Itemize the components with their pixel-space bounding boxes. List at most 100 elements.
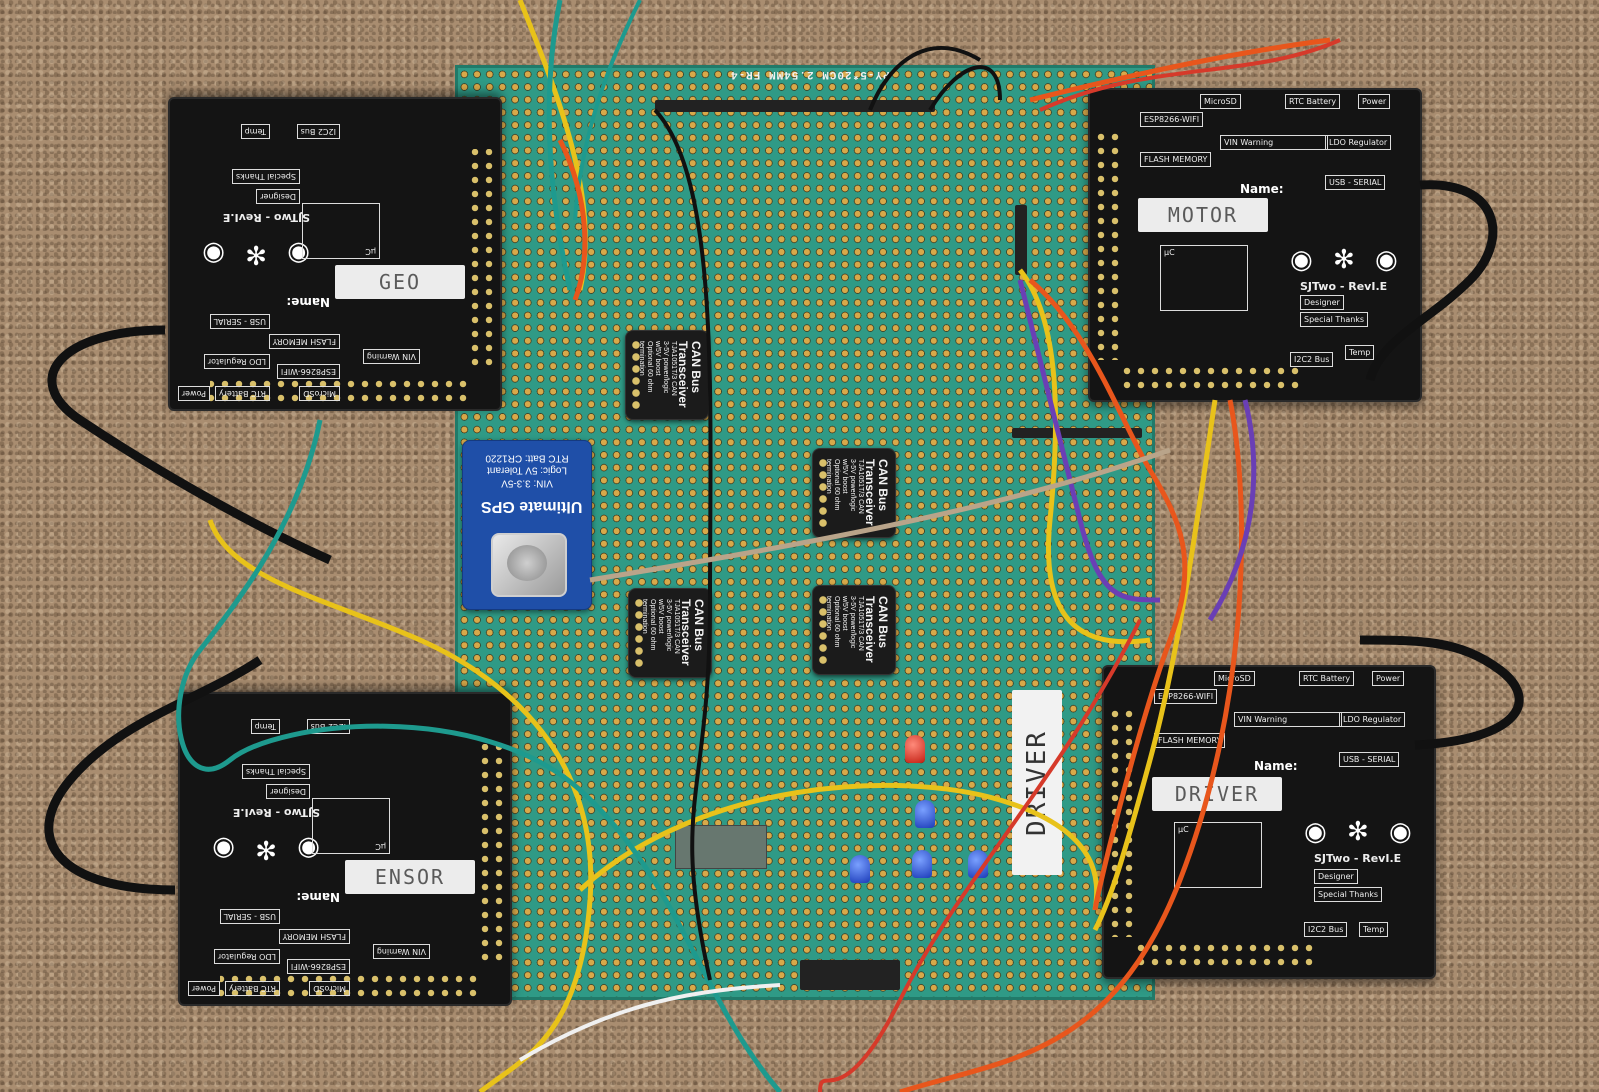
module-note: 3-5V power/logic w/5V boost Optional 60 … [824, 596, 856, 649]
board-name-label: DRIVER [1152, 777, 1282, 811]
board-title: SJTwo - RevI.E [1300, 280, 1388, 293]
gps-spec-line: VIN: 3.3-5V [501, 477, 553, 489]
sjtwo-board-motor: MicroSD RTC Battery Power ESP8266-WIFI V… [1088, 88, 1422, 402]
board-label: ESP8266-WIFI [1140, 112, 1204, 128]
board-title: SJTwo - RevI.E [222, 211, 310, 224]
board-label: FLASH MEMORY [278, 928, 350, 944]
sjtwo-board-sensor: RTC Battery Power MicroSD ESP8266-WIFI L… [178, 692, 512, 1006]
board-label: Special Thanks [1300, 312, 1369, 328]
pin-header-right [1012, 428, 1142, 438]
board-label: USB - SERIAL [1339, 752, 1400, 768]
module-subtitle: TJA1051T/3 CAN [669, 341, 677, 396]
board-label: μC [302, 203, 380, 259]
can-transceiver-module: CAN Bus Transceiver TJA1051T/3 CAN 3-5V … [812, 448, 896, 538]
board-label: LDO Regulator [203, 353, 270, 369]
board-label: USB - SERIAL [219, 908, 280, 924]
handwritten-driver-label: DRIVER [1012, 690, 1062, 875]
board-name-caption: Name: [1240, 182, 1284, 196]
board-logos: ◉ ✻ ◉ [206, 834, 320, 864]
board-label: I2C2 Bus [1290, 352, 1334, 368]
board-logos: ◉ ✻ ◉ [1304, 817, 1418, 847]
board-label: μC [1160, 245, 1248, 311]
board-name-label: ENSOR [345, 860, 475, 894]
board-pin-header [1134, 941, 1314, 969]
board-title: SJTwo - RevI.E [1314, 852, 1402, 865]
board-label: ESP8266-WIFI [1154, 689, 1218, 705]
coin-cell-holder [491, 533, 567, 597]
display-module [675, 825, 767, 869]
board-label: LDO Regulator [1325, 135, 1392, 151]
board-pin-header [1094, 130, 1122, 360]
board-label: ESP8266-WIFI [276, 363, 340, 379]
handwritten-label-text: DRIVER [1022, 729, 1053, 836]
board-label: Temp [1345, 345, 1375, 361]
board-name-caption: Name: [296, 890, 340, 904]
board-label: MicroSD [309, 980, 350, 996]
board-label: μC [312, 798, 390, 854]
ultimate-gps-module: VIN: 3.3-5V Logic: 5V Tolerant RTC Batt:… [462, 440, 592, 610]
board-name-label: MOTOR [1138, 198, 1268, 232]
board-title: SJTwo - RevI.E [232, 806, 320, 819]
board-label: RTC Battery [1285, 94, 1341, 110]
board-label: LDO Regulator [1339, 712, 1406, 728]
board-label: VIN Warning [362, 348, 420, 364]
board-label: MicroSD [299, 385, 340, 401]
sjtwo-board-geo: RTC Battery Power MicroSD ESP8266-WIFI L… [168, 97, 502, 411]
module-pins [630, 339, 642, 411]
board-label: VIN Warning [1234, 712, 1342, 728]
board-name-caption: Name: [286, 295, 330, 309]
board-label: Designer [1300, 295, 1344, 311]
board-label: RTC Battery [1299, 671, 1355, 687]
board-label: I2C2 Bus [1304, 922, 1348, 938]
board-pin-header [468, 149, 496, 369]
board-label: USB - SERIAL [1325, 175, 1386, 191]
board-pin-header [478, 744, 506, 964]
gps-spec-line: RTC Batt: CR1220 [485, 452, 569, 464]
can-transceiver-module: CAN Bus Transceiver TJA1051T/3 CAN 3-5V … [625, 330, 709, 420]
blue-led [968, 850, 988, 878]
board-label: FLASH MEMORY [268, 333, 340, 349]
board-label: MicroSD [1200, 94, 1241, 110]
board-label: Temp [1359, 922, 1389, 938]
board-logos: ◉ ✻ ◉ [1290, 245, 1404, 275]
gps-spec-line: Logic: 5V Tolerant [487, 465, 567, 476]
board-label: FLASH MEMORY [1140, 152, 1212, 168]
board-label: USB - SERIAL [209, 313, 270, 329]
pin-header-bottom [800, 960, 900, 990]
module-subtitle: TJA1051T/3 CAN [856, 596, 864, 651]
board-name-label: GEO [335, 265, 465, 299]
module-title: CAN Bus Transceiver [863, 459, 890, 526]
module-subtitle: TJA1051T/3 CAN [672, 599, 680, 654]
board-label: Power [187, 980, 220, 996]
perfboard-silkscreen: PY-5*20CM 2.54MM FR-4 [730, 68, 890, 80]
blue-led [915, 800, 935, 828]
pin-header-right-vertical [1015, 205, 1027, 275]
blue-led [850, 855, 870, 883]
board-label: Special Thanks [241, 763, 310, 779]
board-label: I2C2 Bus [296, 123, 340, 139]
board-label: FLASH MEMORY [1154, 733, 1226, 749]
board-label: LDO Regulator [213, 948, 280, 964]
board-label: Temp [250, 718, 280, 734]
board-label: ESP8266-WIFI [286, 958, 350, 974]
module-title: CAN Bus Transceiver [679, 599, 706, 666]
board-label: VIN Warning [1220, 135, 1328, 151]
board-pin-header [1108, 707, 1136, 937]
module-title: CAN Bus Transceiver [676, 341, 703, 408]
board-label: Designer [266, 783, 310, 799]
module-note: 3-5V power/logic w/5V boost Optional 60 … [640, 599, 672, 652]
module-title: CAN Bus Transceiver [863, 596, 890, 663]
module-note: 3-5V power/logic w/5V boost Optional 60 … [637, 341, 669, 394]
board-pin-header [1120, 364, 1300, 392]
board-label: RTC Battery [224, 980, 280, 996]
blue-led [912, 850, 932, 878]
board-label: Power [1358, 94, 1391, 110]
board-logos: ◉ ✻ ◉ [196, 239, 310, 269]
board-label: Temp [240, 123, 270, 139]
board-label: Special Thanks [1314, 887, 1383, 903]
gps-specs: VIN: 3.3-5V Logic: 5V Tolerant RTC Batt:… [479, 451, 575, 489]
board-label: Power [1372, 671, 1405, 687]
module-note: 3-5V power/logic w/5V boost Optional 60 … [824, 459, 856, 512]
board-label: Designer [256, 188, 300, 204]
